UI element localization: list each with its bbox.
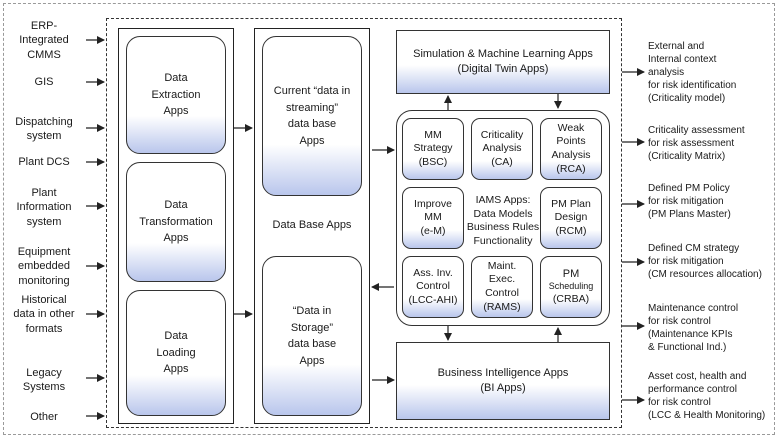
- system-boundary: [106, 18, 622, 428]
- input-erp-cmms: ERP- Integrated CMMS: [19, 20, 69, 61]
- output-risk-identification: External and Internal context analysis f…: [648, 41, 737, 104]
- input-gis: GIS: [34, 76, 54, 88]
- module-weak-points-analysis: Weak Points Analysis (RCA): [540, 118, 602, 180]
- module-mm-strategy: MM Strategy (BSC): [402, 118, 464, 180]
- iams-apps-label: IAMS Apps: Data Models Business Rules Fu…: [466, 194, 540, 247]
- pm-scheduling-title: PM: [562, 268, 580, 281]
- business-intelligence-apps: Business Intelligence Apps (BI Apps): [396, 342, 610, 420]
- input-historical-data: Historical data in other formats: [13, 294, 75, 335]
- database-apps-label: Data Base Apps: [272, 219, 352, 231]
- module-maintenance-execution-control: Maint. Exec. Control (RAMS): [471, 256, 533, 318]
- input-equipment-monitoring: Equipment embedded monitoring: [17, 246, 71, 287]
- module-pm-scheduling: PM Scheduling (CRBA): [540, 256, 602, 318]
- data-transformation-apps: Data Transformation Apps: [126, 162, 226, 282]
- input-plant-dcs: Plant DCS: [18, 156, 70, 168]
- data-extraction-apps: Data Extraction Apps: [126, 36, 226, 154]
- output-cm-strategy: Defined CM strategy for risk mitigation …: [648, 243, 762, 280]
- outer-frame: [3, 3, 775, 435]
- output-risk-assessment: Criticality assessment for risk assessme…: [648, 125, 745, 162]
- module-criticality-analysis: Criticality Analysis (CA): [471, 118, 533, 180]
- module-improve-mm: Improve MM (e-M): [402, 187, 464, 249]
- data-loading-apps: Data Loading Apps: [126, 290, 226, 416]
- simulation-ml-apps: Simulation & Machine Learning Apps (Digi…: [396, 30, 610, 94]
- module-pm-plan-design: PM Plan Design (RCM): [540, 187, 602, 249]
- input-legacy-systems: Legacy Systems: [22, 367, 66, 394]
- streaming-database-apps: Current “data in streaming” data base Ap…: [262, 36, 362, 196]
- output-asset-cost-health-control: Asset cost, health and performance contr…: [648, 371, 766, 421]
- input-plant-information: Plant Information system: [16, 187, 72, 228]
- pm-scheduling-code: (CRBA): [552, 293, 590, 306]
- storage-database-apps: “Data in Storage” data base Apps: [262, 256, 362, 416]
- input-other: Other: [30, 411, 58, 423]
- input-dispatching: Dispatching system: [15, 116, 73, 143]
- output-pm-policy: Defined PM Policy for risk mitigation (P…: [648, 183, 731, 220]
- module-asset-investment-control: Ass. Inv. Control (LCC-AHI): [402, 256, 464, 318]
- pm-scheduling-subtitle: Scheduling: [548, 281, 594, 292]
- output-maintenance-control: Maintenance control for risk control (Ma…: [648, 303, 739, 353]
